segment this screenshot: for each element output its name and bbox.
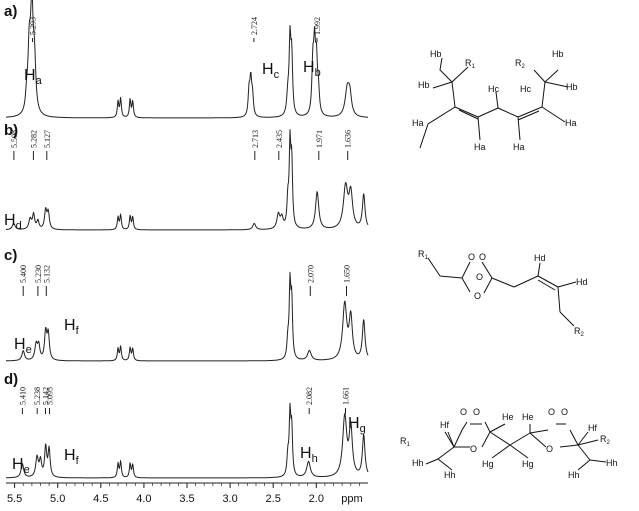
atom-r1: R1 bbox=[418, 249, 429, 261]
peak-label: 1.992 bbox=[313, 17, 322, 35]
atom-hc-1: Hc bbox=[488, 84, 499, 94]
atom-hg-2: Hg bbox=[522, 459, 534, 469]
atom-o-3: O bbox=[548, 407, 555, 417]
atom-o-5: O bbox=[470, 444, 477, 454]
x-tick-label: 5.0 bbox=[50, 493, 65, 505]
proton-annotation: Hc bbox=[262, 61, 280, 81]
atom-hb-4: Hb bbox=[566, 82, 578, 92]
peak-label: 1.650 bbox=[343, 265, 352, 283]
x-tick-label: 3.0 bbox=[222, 493, 237, 505]
proton-annotation: Hg bbox=[348, 415, 366, 435]
proton-annotation: He bbox=[14, 336, 32, 356]
atom-hb-2: Hb bbox=[418, 80, 430, 90]
atom-hh-2: Hh bbox=[444, 470, 456, 480]
proton-annotation: Hf bbox=[64, 317, 80, 337]
atom-hh-4: Hh bbox=[606, 458, 618, 468]
x-axis-unit: ppm bbox=[341, 493, 362, 505]
peak-label: 2.713 bbox=[251, 130, 260, 148]
atom-he-1: He bbox=[502, 412, 514, 422]
atom-o-1: O bbox=[460, 407, 467, 417]
peak-label: 5.132 bbox=[42, 265, 51, 283]
peak-label: 5.142 bbox=[42, 387, 51, 405]
proton-annotation: Hh bbox=[300, 445, 318, 465]
structure-diene: Hb R1 Hb Ha Hc Hc Ha Ha Ha R2 Hb Hb bbox=[412, 49, 578, 152]
peak-label: 5.410 bbox=[18, 387, 27, 405]
atom-r2: R2 bbox=[515, 58, 526, 70]
atom-he-2: He bbox=[522, 412, 534, 422]
structure-ozonide: R1 O O O O Hd Hd R2 bbox=[418, 249, 588, 338]
atom-hg-1: Hg bbox=[482, 459, 494, 469]
peak-label: 2.082 bbox=[305, 387, 314, 405]
x-tick-label: 2.0 bbox=[309, 493, 324, 505]
atom-o-2: O bbox=[473, 407, 480, 417]
x-tick-label: 4.0 bbox=[136, 493, 151, 505]
atom-r2: R2 bbox=[574, 326, 585, 338]
atom-hf-2: Hf bbox=[588, 423, 597, 433]
peak-label: 5.293 bbox=[29, 17, 38, 35]
atom-r2: R2 bbox=[600, 434, 611, 446]
peak-label: 5.230 bbox=[34, 265, 43, 283]
x-tick-label: 2.5 bbox=[266, 493, 281, 505]
peak-label: 5.400 bbox=[19, 265, 28, 283]
atom-o-2: O bbox=[479, 252, 486, 262]
peak-label: 5.282 bbox=[29, 130, 38, 148]
peak-label: 1.636 bbox=[344, 130, 353, 148]
atom-o-6: O bbox=[546, 444, 553, 454]
spectrum-line bbox=[6, 402, 369, 479]
panel-label: a) bbox=[4, 3, 17, 20]
x-tick-label: 5.5 bbox=[7, 493, 22, 505]
proton-annotation: Hb bbox=[303, 59, 321, 79]
atom-o-3: O bbox=[476, 272, 483, 282]
atom-ha-4: Ha bbox=[513, 142, 525, 152]
peak-label: 5.095 bbox=[46, 387, 55, 405]
atom-hd-1: Hd bbox=[534, 253, 546, 263]
atom-hc-2: Hc bbox=[520, 84, 531, 94]
atom-ha-1: Ha bbox=[412, 118, 424, 128]
atom-hh-3: Hh bbox=[568, 470, 580, 480]
atom-hb-1: Hb bbox=[430, 49, 442, 59]
peak-label: 1.661 bbox=[342, 387, 351, 405]
proton-annotation: He bbox=[12, 456, 30, 476]
atom-hh-1: Hh bbox=[412, 458, 424, 468]
panel-label: c) bbox=[4, 247, 17, 264]
peak-label: 5.238 bbox=[33, 387, 42, 405]
peak-label: 2.724 bbox=[250, 17, 259, 35]
atom-hb-3: Hb bbox=[552, 49, 564, 59]
atom-ha-3: Ha bbox=[474, 142, 486, 152]
atom-ha-2: Ha bbox=[565, 118, 577, 128]
panel-label: b) bbox=[4, 122, 18, 139]
proton-annotation: Hd bbox=[4, 212, 22, 232]
peak-label: 5.508 bbox=[10, 130, 19, 148]
panel-label: d) bbox=[4, 371, 18, 388]
structure-bis-ozonide: O O Hf He He O O Hf R1 O O R2 Hh Hh Hg H… bbox=[400, 407, 618, 480]
spectrum-line bbox=[5, 0, 369, 119]
atom-hf-1: Hf bbox=[440, 420, 449, 430]
x-tick-label: 3.5 bbox=[179, 493, 194, 505]
atom-o-4: O bbox=[474, 291, 481, 301]
peak-label: 5.127 bbox=[43, 130, 52, 148]
spectrum-line bbox=[6, 271, 369, 362]
spectrum-line bbox=[5, 129, 369, 231]
atom-r1: R1 bbox=[400, 436, 411, 448]
peak-label: 2.070 bbox=[306, 265, 315, 283]
x-tick-label: 4.5 bbox=[93, 493, 108, 505]
atom-o-1: O bbox=[468, 252, 475, 262]
proton-annotation: Hf bbox=[64, 447, 80, 467]
peak-label: 2.435 bbox=[275, 130, 284, 148]
atom-hd-2: Hd bbox=[576, 277, 588, 287]
x-axis: 5.5 5.0 4.5 4.0 3.5 3.0 2.5 2.0 ppm bbox=[6, 482, 368, 505]
atom-r1: R1 bbox=[465, 58, 476, 70]
atom-o-4: O bbox=[561, 407, 568, 417]
proton-annotation: Ha bbox=[24, 67, 43, 87]
peak-label: 1.971 bbox=[315, 130, 324, 148]
